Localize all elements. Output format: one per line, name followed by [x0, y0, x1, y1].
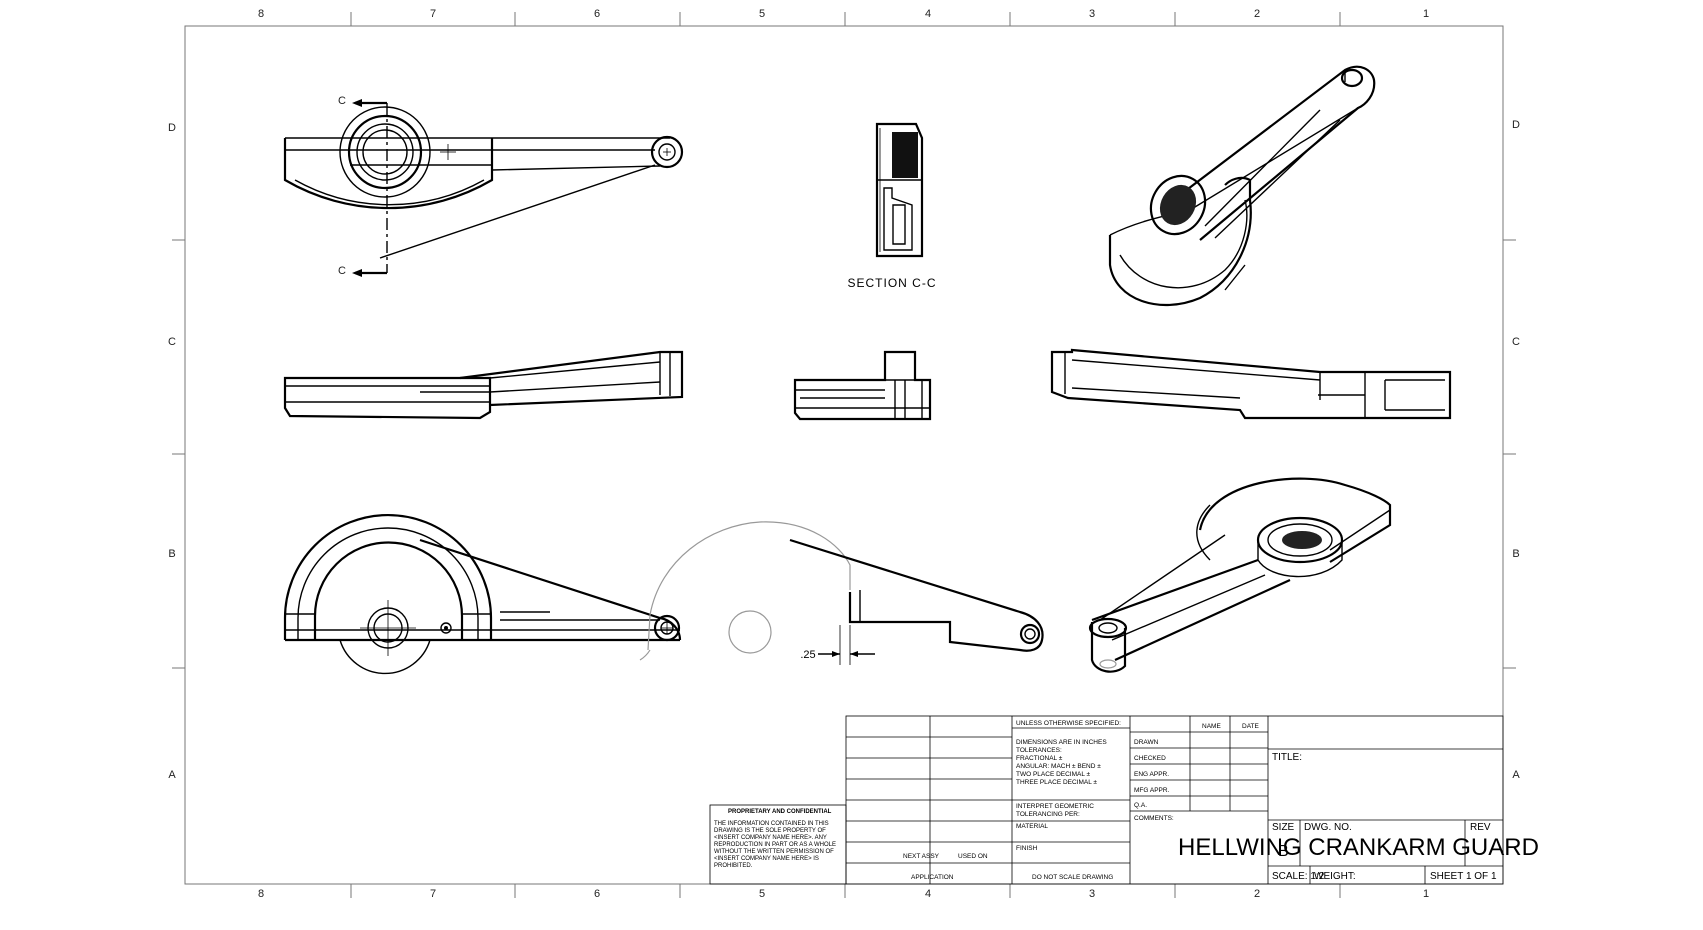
tb-rev-label: REV — [1470, 822, 1491, 833]
tb-mfg-appr: MFG APPR. — [1134, 787, 1170, 794]
proprietary-line-3: <INSERT COMPANY NAME HERE>. ANY — [714, 835, 827, 841]
tb-finish: FINISH — [1016, 845, 1038, 852]
tb-fractional: FRACTIONAL ± — [1016, 755, 1063, 762]
tb-do-not-scale: DO NOT SCALE DRAWING — [1032, 874, 1113, 881]
zone-row-c-left: C — [168, 336, 176, 348]
zone-col-3-top: 3 — [1089, 8, 1095, 20]
proprietary-line-6: <INSERT COMPANY NAME HERE> IS — [714, 856, 819, 862]
proprietary-line-2: DRAWING IS THE SOLE PROPERTY OF — [714, 828, 826, 834]
tb-unless-specified: UNLESS OTHERWISE SPECIFIED: — [1016, 720, 1121, 727]
tb-title-label: TITLE: — [1272, 752, 1302, 763]
side-view — [793, 350, 932, 421]
front-view — [283, 350, 684, 420]
zone-col-7-bottom: 7 — [430, 888, 436, 900]
zone-row-b-left: B — [168, 548, 175, 560]
bottom-view — [283, 513, 682, 675]
tb-dims-inches: DIMENSIONS ARE IN INCHES — [1016, 739, 1107, 746]
isometric-view-upper — [1108, 65, 1376, 307]
tb-weight: WEIGHT: — [1314, 871, 1356, 882]
tb-checked: CHECKED — [1134, 755, 1166, 762]
isometric-view-lower — [1088, 477, 1392, 673]
tb-material: MATERIAL — [1016, 823, 1048, 830]
tb-size-label: SIZE — [1272, 822, 1295, 833]
proprietary-line-5: WITHOUT THE WRITTEN PERMISSION OF — [714, 849, 834, 855]
tb-comments: COMMENTS: — [1134, 815, 1174, 822]
zone-col-6-top: 6 — [594, 8, 600, 20]
tb-next-assy: NEXT ASSY — [903, 853, 940, 860]
proprietary-heading: PROPRIETARY AND CONFIDENTIAL — [728, 809, 832, 815]
zone-col-6-bottom: 6 — [594, 888, 600, 900]
zone-col-5-bottom: 5 — [759, 888, 765, 900]
zone-col-2-bottom: 2 — [1254, 888, 1260, 900]
tb-drawn: DRAWN — [1134, 739, 1159, 746]
zone-row-d-left: D — [168, 122, 176, 134]
proprietary-line-4: REPRODUCTION IN PART OR AS A WHOLE — [714, 842, 836, 848]
tb-three-place: THREE PLACE DECIMAL ± — [1016, 779, 1097, 786]
tb-two-place: TWO PLACE DECIMAL ± — [1016, 771, 1091, 778]
flat-pattern-view — [639, 521, 1044, 665]
tb-eng-appr: ENG APPR. — [1134, 771, 1169, 778]
zone-col-3-bottom: 3 — [1089, 888, 1095, 900]
tb-angular: ANGULAR: MACH ± BEND ± — [1016, 763, 1101, 770]
zone-col-8-bottom: 8 — [258, 888, 264, 900]
tb-tolerances: TOLERANCES: — [1016, 747, 1062, 754]
tb-sheet: SHEET 1 OF 1 — [1430, 871, 1497, 882]
top-view — [283, 106, 684, 259]
tb-tolerancing: TOLERANCING PER: — [1016, 811, 1080, 818]
tb-qa: Q.A. — [1134, 802, 1147, 809]
section-view — [875, 122, 924, 258]
tb-dwg-no-label: DWG. NO. — [1304, 822, 1352, 833]
zone-col-7-top: 7 — [430, 8, 436, 20]
part-title: HELLWING CRANKARM GUARD — [1178, 834, 1539, 861]
section-marker-top: C — [338, 95, 346, 107]
zone-col-8-top: 8 — [258, 8, 264, 20]
zone-row-a-left: A — [168, 769, 176, 781]
tb-col-date: DATE — [1242, 723, 1260, 730]
zone-col-5-top: 5 — [759, 8, 765, 20]
proprietary-line-1: THE INFORMATION CONTAINED IN THIS — [714, 821, 829, 827]
zone-row-d-right: D — [1512, 119, 1520, 131]
zone-col-1-bottom: 1 — [1423, 888, 1429, 900]
tb-interpret: INTERPRET GEOMETRIC — [1016, 803, 1094, 810]
tb-scale: SCALE: 1:2 — [1272, 871, 1325, 882]
section-marker-bottom: C — [338, 265, 346, 277]
tb-application: APPLICATION — [911, 874, 954, 881]
zone-row-c-right: C — [1512, 336, 1520, 348]
zone-col-4-bottom: 4 — [925, 888, 931, 900]
zone-col-4-top: 4 — [925, 8, 931, 20]
zone-col-1-top: 1 — [1423, 8, 1429, 20]
zone-col-2-top: 2 — [1254, 8, 1260, 20]
section-cut-line — [352, 99, 388, 277]
tb-used-on: USED ON — [958, 853, 988, 860]
proprietary-line-7: PROHIBITED. — [714, 863, 753, 869]
title-block-grid — [845, 715, 1504, 885]
zone-row-a-right: A — [1512, 769, 1520, 781]
rear-view — [1050, 348, 1452, 420]
dimension-value: .25 — [800, 649, 815, 661]
tb-col-name: NAME — [1202, 723, 1221, 730]
zone-row-b-right: B — [1512, 548, 1519, 560]
tb-size-value: B — [1278, 843, 1289, 860]
section-caption: SECTION C-C — [848, 276, 937, 290]
